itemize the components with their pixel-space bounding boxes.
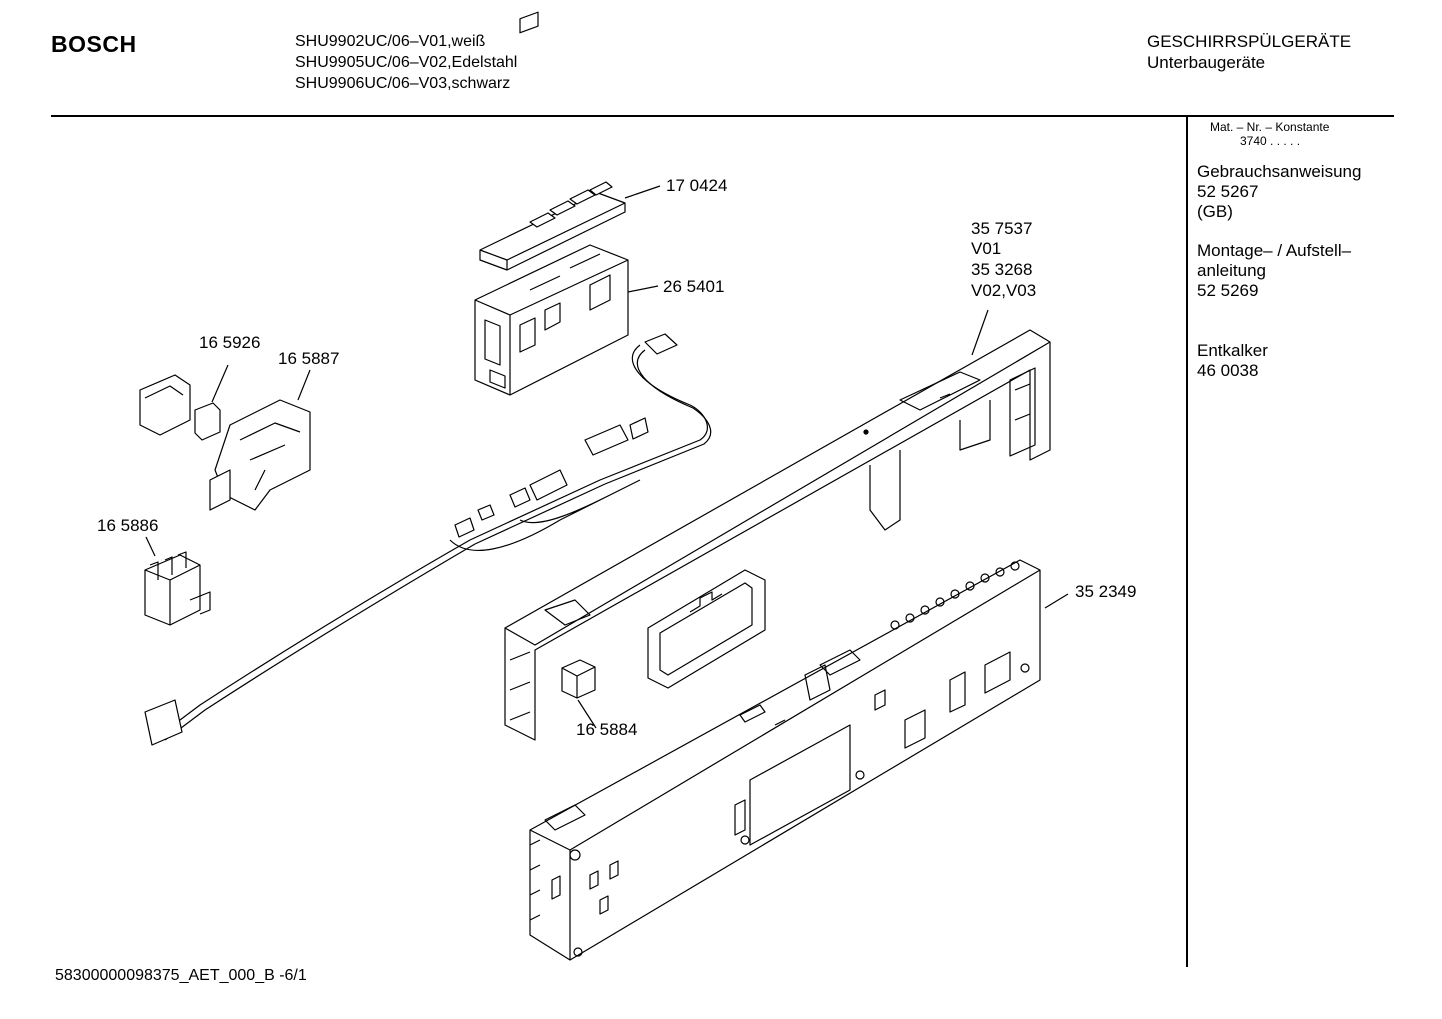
callout-label: V01 xyxy=(971,239,1001,258)
sidebar-block-descaler: Entkalker 46 0038 xyxy=(1197,341,1268,381)
button-strip-part xyxy=(479,11,626,271)
callout-label: 26 5401 xyxy=(663,277,724,296)
sidebar-line: (GB) xyxy=(1197,202,1233,221)
cable-harness-part xyxy=(144,333,712,746)
callout-label: 16 5886 xyxy=(97,516,158,535)
document-code: 58300000098375_AET_000_B -6/1 xyxy=(55,967,307,984)
relay-part xyxy=(144,551,211,626)
callout-label: 16 5884 xyxy=(576,720,637,739)
leader-line xyxy=(577,699,597,729)
category-line: Unterbaugeräte xyxy=(1147,53,1266,72)
model-list: SHU9902UC/06–V01,weiß SHU9905UC/06–V02,E… xyxy=(295,31,517,94)
callout-label: 16 5926 xyxy=(199,333,260,352)
callout-label: 35 7537 xyxy=(971,219,1032,238)
leader-line xyxy=(297,369,311,401)
model-line: SHU9905UC/06–V02,Edelstahl xyxy=(295,54,518,71)
brand-logo: BOSCH xyxy=(51,31,137,57)
leader-line xyxy=(627,285,659,293)
callout-label: 17 0424 xyxy=(666,176,727,195)
sidebar-line: 46 0038 xyxy=(1197,361,1259,380)
handle-part xyxy=(647,569,766,689)
top-panel-part xyxy=(504,329,1051,741)
category-title: GESCHIRRSPÜLGERÄTE Unterbaugeräte xyxy=(1147,31,1351,73)
header-divider xyxy=(51,115,1394,117)
front-panel-part xyxy=(529,559,1041,961)
callout-label: 35 2349 xyxy=(1075,582,1136,601)
sidebar-line: Montage– / Aufstell– xyxy=(1197,241,1352,260)
sidebar-divider xyxy=(1186,115,1188,967)
sidebar-line: 52 5267 xyxy=(1197,182,1259,201)
sidebar-block-manual: Gebrauchsanweisung 52 5267 (GB) xyxy=(1197,162,1361,222)
sidebar-line: Entkalker xyxy=(1197,341,1268,360)
leader-line xyxy=(1044,593,1069,609)
leader-line xyxy=(624,185,661,199)
leader-line xyxy=(211,364,229,403)
door-lock-part xyxy=(139,374,311,511)
sidebar-line: anleitung xyxy=(1197,261,1267,280)
callout-label: 16 5887 xyxy=(278,349,339,368)
mat-value: 3740 . . . . . xyxy=(1240,134,1301,148)
control-module-part xyxy=(474,244,629,396)
mat-label: Mat. – Nr. – Konstante xyxy=(1210,120,1330,134)
sidebar-line: 52 5269 xyxy=(1197,281,1259,300)
sidebar-line: Gebrauchsanweisung xyxy=(1197,162,1362,181)
small-block-part xyxy=(561,659,596,699)
leader-line xyxy=(971,309,989,356)
category-line: GESCHIRRSPÜLGERÄTE xyxy=(1147,32,1352,51)
model-line: SHU9906UC/06–V03,schwarz xyxy=(295,75,511,92)
model-line: SHU9902UC/06–V01,weiß xyxy=(295,33,486,50)
callout-label: 35 3268 xyxy=(971,260,1032,279)
callout-label: V02,V03 xyxy=(971,281,1036,300)
sidebar-block-install: Montage– / Aufstell– anleitung 52 5269 xyxy=(1197,241,1351,301)
leader-line xyxy=(145,536,156,557)
